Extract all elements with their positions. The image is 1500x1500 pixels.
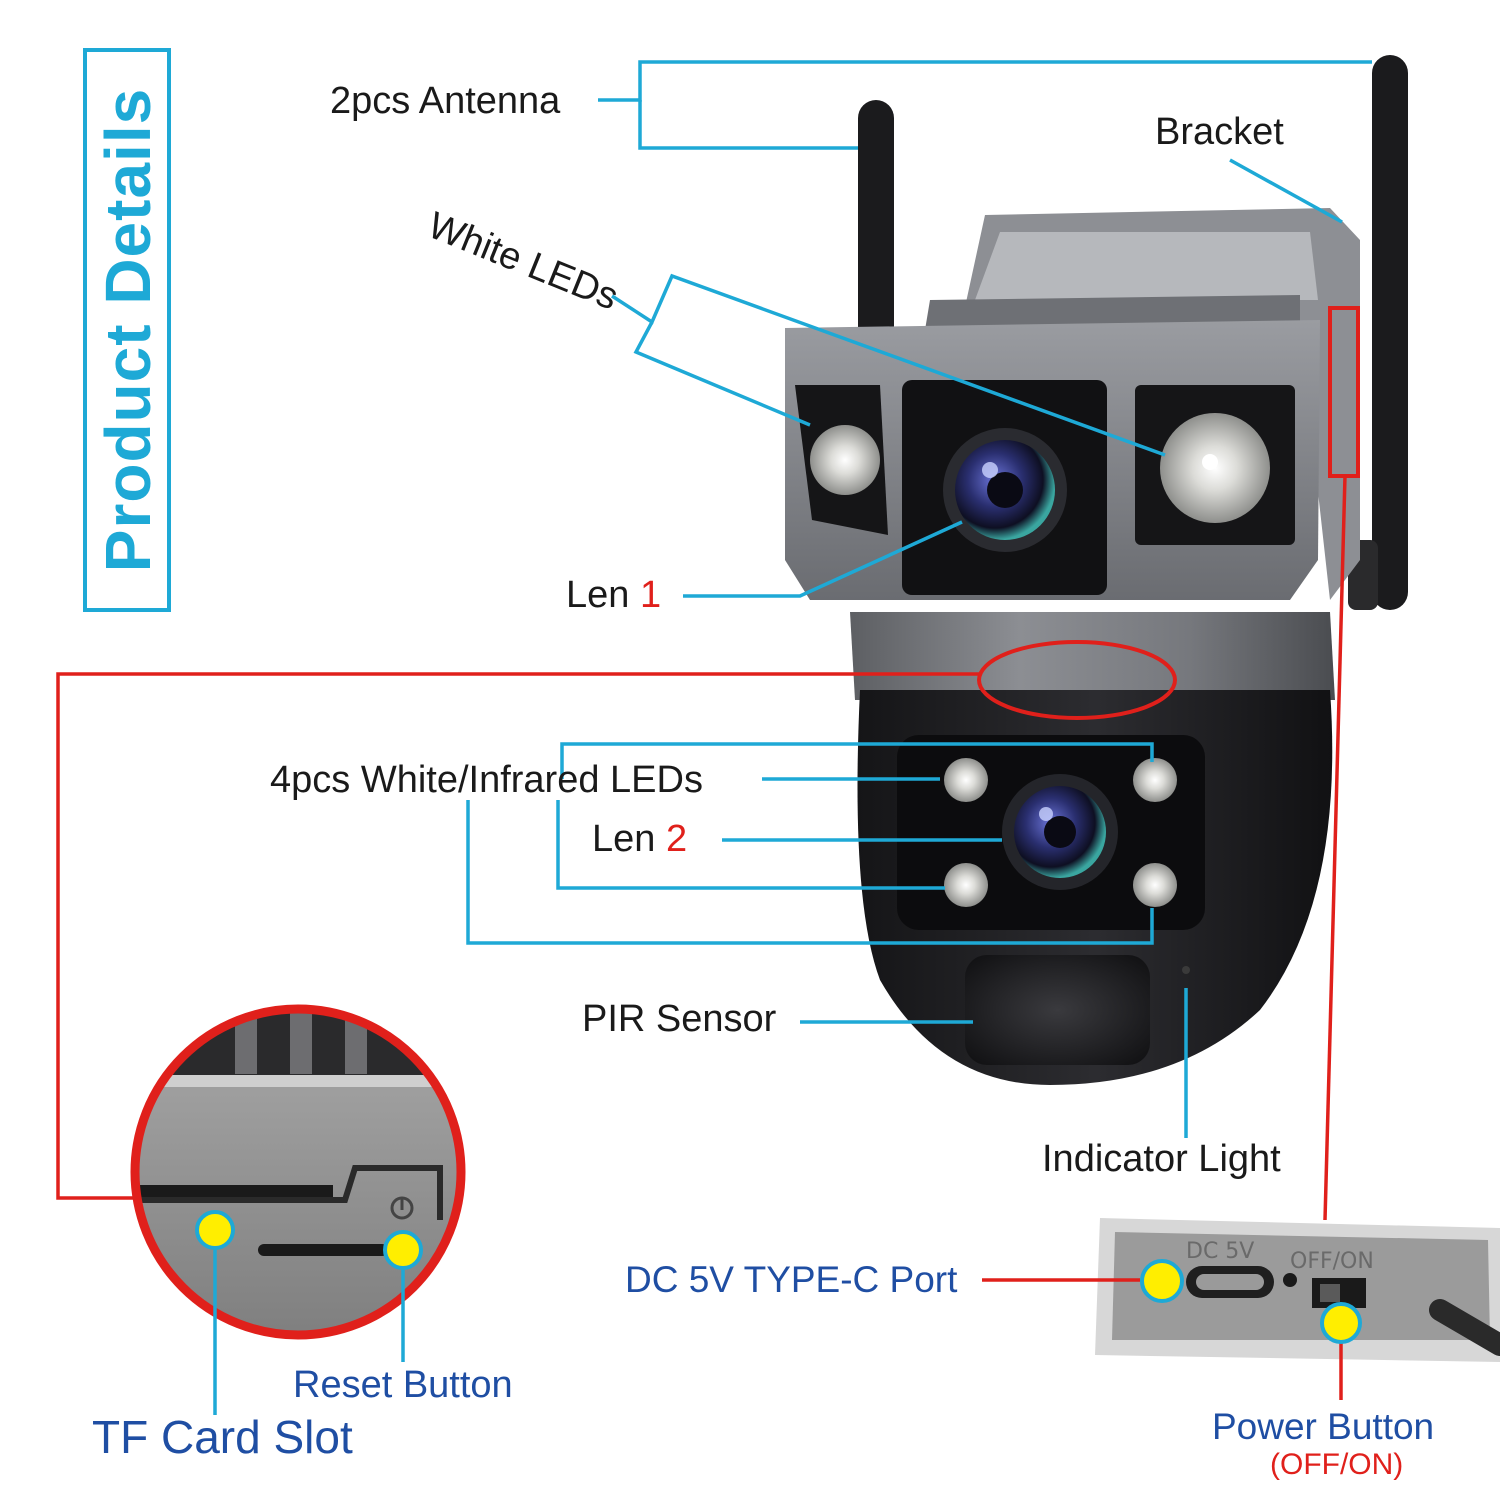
antenna-right [1372, 55, 1408, 610]
label-indicator: Indicator Light [1042, 1138, 1281, 1180]
antenna-left [858, 100, 894, 360]
leader-bracket-to-panel [1323, 475, 1347, 1221]
tf-card-inset [130, 1004, 466, 1340]
port-panel: DC 5V OFF/ON [1095, 1218, 1500, 1362]
leader-lines [56, 60, 1372, 1415]
offon-marking: OFF/ON [1290, 1249, 1374, 1274]
ir-led-4 [1133, 863, 1177, 907]
camera-illustration [785, 55, 1408, 1085]
page-title: Product Details [92, 87, 164, 573]
label-len2-text: Len [592, 818, 666, 860]
label-power-button: Power Button [1212, 1406, 1435, 1447]
white-led-left [810, 425, 880, 495]
dc-marking: DC 5V [1186, 1239, 1254, 1264]
markers [195, 1210, 1362, 1344]
label-power-sub: (OFF/ON) [1270, 1448, 1404, 1481]
indicator-light [1182, 966, 1190, 974]
leader-collar-to-inset [56, 672, 979, 1200]
leader-white-leds [611, 273, 1166, 457]
label-reset: Reset Button [293, 1364, 513, 1406]
leader-antenna [598, 60, 1372, 102]
marker-dc-port [1140, 1259, 1184, 1303]
label-pir: PIR Sensor [582, 998, 777, 1040]
label-len2: Len 2 [592, 820, 687, 858]
label-len1: Len 1 [566, 576, 661, 614]
label-len1-text: Len [566, 574, 640, 616]
pir-sensor [965, 955, 1150, 1065]
marker-reset [383, 1230, 423, 1270]
label-ir-leds: 4pcs White/Infrared LEDs [270, 759, 703, 801]
label-bracket: Bracket [1155, 111, 1284, 153]
label-len1-number: 1 [639, 574, 662, 616]
label-tf-card: TF Card Slot [92, 1411, 353, 1463]
ir-led-1 [944, 758, 988, 802]
tf-card-slot [138, 1185, 333, 1197]
label-len2-number: 2 [665, 818, 688, 860]
label-dc-port: DC 5V TYPE-C Port [625, 1259, 958, 1300]
title-frame [83, 48, 171, 612]
marker-power-button [1320, 1302, 1362, 1344]
ir-led-3 [944, 863, 988, 907]
label-antenna: 2pcs Antenna [330, 80, 561, 122]
marker-tf-card [195, 1210, 235, 1250]
leader-bracket [1229, 158, 1343, 224]
leader-len1 [683, 520, 963, 598]
collar-ring [850, 612, 1335, 700]
collar-highlight [977, 640, 1177, 720]
ir-led-2 [1133, 758, 1177, 802]
